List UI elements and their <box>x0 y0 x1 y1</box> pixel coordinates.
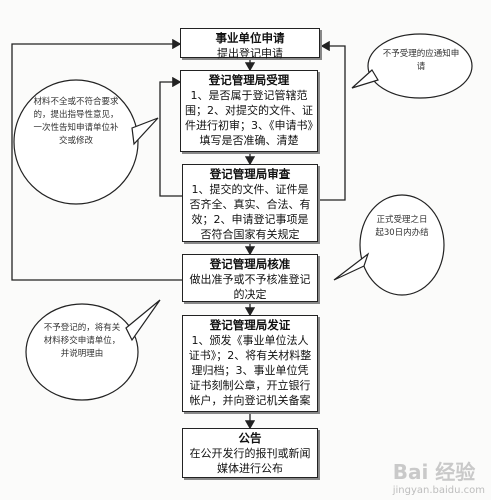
step-accept-body: 1、是否属于登记管辖范围；2、对提交的文件、证件进行初审；3、《申请书》填写是否… <box>185 89 313 147</box>
step-accept-title: 登记管理局受理 <box>208 73 290 87</box>
step-apply-title: 事业单位申请 <box>215 31 285 45</box>
step-announce-title: 公告 <box>238 431 262 445</box>
note-deadline: 正式受理之日起30日内办结 <box>375 215 429 238</box>
step-issue-body: 1、颁发《事业单位法人证书》；2、将有关材料整理归档；3、事业单位凭证书刻制公章… <box>188 334 312 407</box>
bubble-not-registered-shape <box>25 303 139 401</box>
step-approve-body: 做出准予或不予核准登记的决定 <box>189 273 311 301</box>
step-accept: 登记管理局受理 1、是否属于登记管辖范围；2、对提交的文件、证件进行初审；3、《… <box>180 70 318 152</box>
step-approve-title: 登记管理局核准 <box>209 257 291 271</box>
step-announce-body: 在公开发行的报刊或新闻媒体进行公布 <box>189 447 311 475</box>
note-not-accepted: 不予受理的应通知申请 <box>382 49 460 72</box>
step-review: 登记管理局审查 1、提交的文件、证件是否齐全、真实、合法、有效；2、申请登记事项… <box>182 164 318 242</box>
loop-review-to-apply <box>318 40 346 201</box>
bubble-not-accepted-shape <box>367 33 473 99</box>
watermark-url: jingyan.baidu.com <box>392 485 485 496</box>
step-review-title: 登记管理局审查 <box>209 167 291 181</box>
loop-approval-to-apply <box>11 38 182 281</box>
step-issue-title: 登记管理局发证 <box>209 318 291 332</box>
step-apply-body: 提出登记申请 <box>217 47 283 60</box>
step-apply: 事业单位申请 提出登记申请 <box>180 28 320 60</box>
bubble-deadline-shape <box>359 194 445 296</box>
watermark-text: Bai 经验 <box>392 460 476 484</box>
note-incomplete: 材料不全或不符合要求的，提出指导性意见，一次性告知申请单位补交或修改 <box>33 97 119 146</box>
step-issue: 登记管理局发证 1、颁发《事业单位法人证书》；2、将有关材料整理归档；3、事业单… <box>182 315 318 412</box>
watermark: Bai 经验 jingyan.baidu.com <box>393 456 485 496</box>
bubble-incomplete-shape <box>13 79 139 205</box>
step-approve: 登记管理局核准 做出准予或不予核准登记的决定 <box>182 254 318 302</box>
note-not-registered: 不予登记的，将有关材料移交申请单位，并说明理由 <box>43 323 121 359</box>
step-announce: 公告 在公开发行的报刊或新闻媒体进行公布 <box>182 428 318 478</box>
step-review-body: 1、提交的文件、证件是否齐全、真实、合法、有效；2、申请登记事项是否符合国家有关… <box>189 183 311 241</box>
loop-review-to-accept <box>159 76 182 197</box>
